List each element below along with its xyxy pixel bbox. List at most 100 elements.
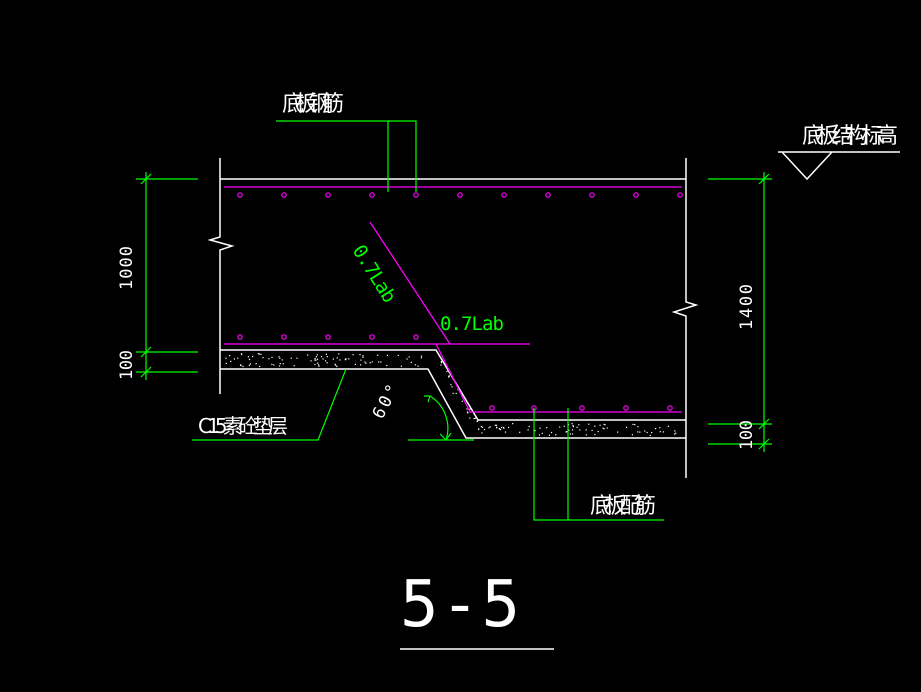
cushion-speck — [364, 361, 366, 363]
cushion-speck — [371, 361, 373, 363]
cushion-speck — [248, 364, 250, 366]
cushion-speck — [495, 424, 497, 426]
top-rebar-section — [237, 192, 243, 198]
cushion-speck — [310, 360, 312, 362]
cushion-speck — [667, 425, 669, 427]
cushion-speck — [550, 431, 553, 434]
cushion-speck — [563, 425, 565, 427]
label-angle: 60° — [369, 381, 404, 422]
annotation-text: 底板钢筋 底板结构标高 C15素砼垫层 底板配筋 5-5 — [198, 92, 898, 642]
cushion-speck — [241, 353, 243, 356]
cushion-speck — [566, 431, 568, 433]
cushion-speck — [646, 431, 648, 434]
cushion-speck — [480, 425, 482, 428]
cushion-speck — [565, 431, 567, 433]
cushion-speck — [354, 363, 356, 365]
cushion-speck — [625, 426, 628, 428]
right-break-line — [671, 158, 699, 478]
cushion-speck — [604, 424, 606, 426]
rebar-text: 0.7Lab 0.7Lab — [348, 241, 504, 335]
cushion-speck — [489, 426, 491, 428]
cushion-speck — [469, 408, 471, 410]
label-anchor-diag: 0.7Lab — [348, 241, 401, 307]
cushion-speck — [440, 361, 442, 363]
top-rebar-section — [413, 192, 419, 198]
cushion-speck — [631, 434, 633, 436]
cushion-speck — [271, 356, 273, 358]
cushion-speck — [408, 356, 410, 358]
cushion-speck — [339, 359, 341, 361]
cushion-speck — [466, 411, 468, 413]
cushion-speck — [369, 362, 371, 364]
cushion-speck — [591, 429, 593, 431]
cushion-speck — [318, 364, 320, 366]
cushion-speck — [420, 357, 422, 359]
left-tick-3 — [140, 366, 152, 378]
cushion-speck — [527, 429, 529, 431]
cushion-speck — [316, 354, 318, 356]
cushion-speck — [448, 376, 450, 378]
cushion-speck — [410, 361, 412, 363]
cushion-speck — [360, 359, 362, 361]
dim-right-cushion: 100 — [737, 420, 757, 450]
cushion-speck — [326, 362, 328, 364]
cushion-speck — [473, 417, 475, 420]
cushion-speck — [606, 427, 608, 429]
cushion-speck — [469, 417, 471, 419]
top-rebar-section — [281, 192, 287, 198]
cushion-speck — [279, 363, 281, 365]
right-tick-3 — [758, 438, 770, 450]
cushion-speck — [548, 434, 550, 436]
cushion-speck — [322, 358, 324, 360]
cushion-speck — [282, 363, 284, 365]
cushion-speck — [447, 369, 449, 371]
cushion-speck — [541, 432, 543, 434]
cushion-speck — [475, 416, 477, 418]
cushion-speck — [674, 433, 676, 435]
cushion-speck — [338, 353, 340, 355]
cushion-speck — [538, 434, 541, 436]
cushion-speck — [481, 426, 484, 428]
bottom-rebar-section — [325, 334, 331, 340]
cushion-speck — [262, 357, 264, 359]
angle-arrow-1 — [439, 432, 452, 441]
cushion-speck — [461, 400, 463, 402]
top-rebar-leader — [276, 120, 417, 192]
cushion-speck — [519, 431, 521, 433]
cushion-speck — [474, 417, 476, 419]
cushion-speck — [572, 424, 574, 427]
cushion-speck — [247, 356, 249, 358]
cushion-speck — [539, 427, 541, 429]
cushion-speck — [571, 423, 573, 425]
cushion-speck — [594, 425, 596, 427]
cushion-speck — [502, 426, 505, 429]
cushion-speck — [325, 353, 327, 355]
cushion-speck — [334, 363, 336, 365]
cushion-speck — [258, 353, 260, 355]
cushion-speck — [585, 434, 587, 436]
cushion-speck — [316, 358, 319, 360]
cushion-speck — [242, 365, 244, 368]
label-bottom-rebar: 底板配筋 — [590, 494, 656, 519]
cushion-speck — [571, 429, 574, 431]
cushion-speck — [488, 427, 490, 429]
cushion-speck — [378, 361, 380, 363]
cushion-speck — [655, 428, 657, 430]
cushion-speck — [249, 363, 251, 365]
cushion-speck — [314, 359, 316, 361]
cushion-speck — [496, 427, 498, 429]
cushion-speck — [420, 355, 423, 357]
cushion-speck — [260, 353, 262, 355]
label-slab-elevation: 底板结构标高 — [802, 124, 898, 149]
cushion-speck — [455, 392, 457, 394]
cushion-speck — [230, 360, 232, 362]
top-rebar-section — [501, 192, 507, 198]
cushion-speck — [315, 356, 317, 358]
cushion-speck — [268, 358, 270, 360]
cushion-speck — [662, 431, 664, 433]
label-top-rebar: 底板钢筋 — [282, 92, 344, 117]
top-rebar-section — [369, 192, 375, 198]
cushion-speck — [317, 362, 319, 364]
cushion-speck — [278, 356, 280, 358]
